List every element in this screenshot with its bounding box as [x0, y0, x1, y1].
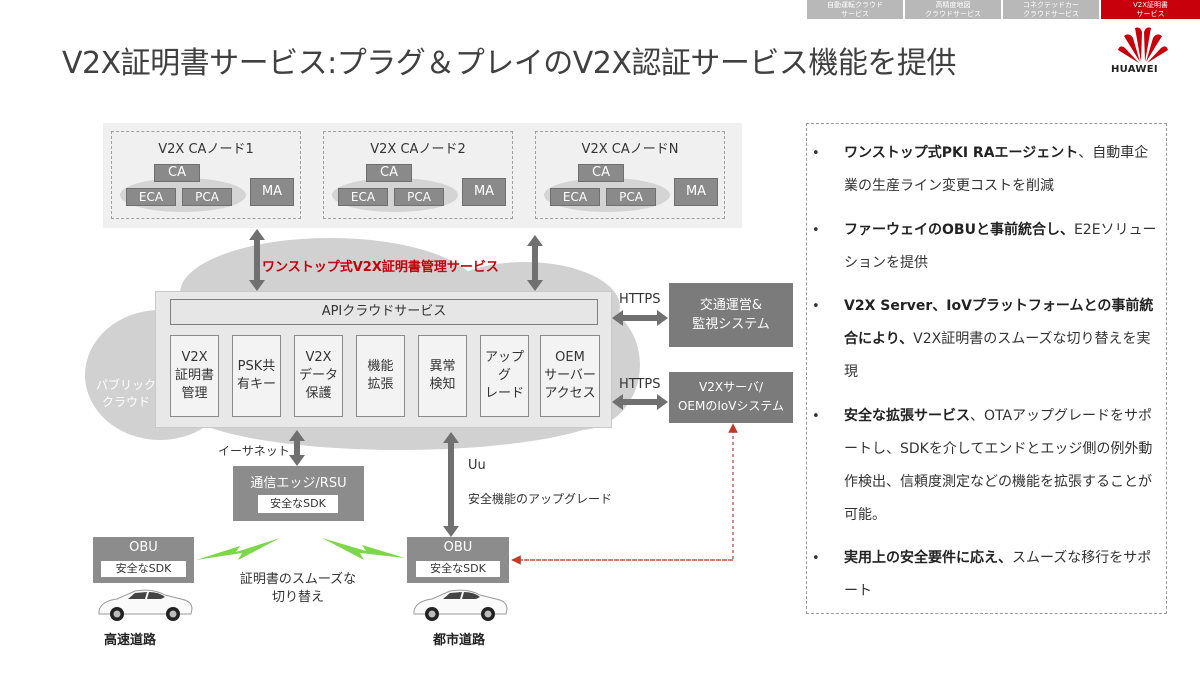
bullet-3: • V2X Server、IoVプラットフォームとの事前統合により、V2X証明書…	[812, 298, 1154, 380]
bullet-1: • ワンストップ式PKI RAエージェント、自動車企業の生産ライン変更コストを削…	[812, 145, 1149, 194]
uu-label: Uu	[468, 458, 486, 473]
car-left-icon	[98, 589, 193, 621]
rsu-sdk: 安全なSDK	[258, 495, 338, 513]
ca-node-title: V2X CAノードN	[581, 142, 679, 157]
eca-box: ECA	[126, 188, 176, 206]
service-v2x-cert-mgmt: V2X 証明書 管理	[170, 335, 219, 417]
bullet-1-bold: ワンストップ式PKI RAエージェント	[844, 145, 1079, 161]
obu-left-title: OBU	[129, 540, 158, 555]
api-cloud-service-title: APIクラウドサービス	[170, 299, 598, 325]
tab-v2x-certificate[interactable]: V2X証明書 サービス	[1101, 0, 1200, 19]
ma-box: MA	[250, 178, 294, 206]
feature-panel	[806, 123, 1167, 614]
ca-box: CA	[154, 164, 200, 182]
https-label-1: HTTPS	[619, 292, 661, 307]
ca-node-2: V2X CAノード2 CA ECA PCA MA	[323, 131, 513, 219]
bullet-2-text: E2Eソリューションを提供	[844, 222, 1157, 271]
pca-box: PCA	[606, 188, 656, 206]
urban-road-label: 都市道路	[433, 633, 486, 648]
ca-node-title: V2X CAノード1	[158, 142, 254, 157]
rsu-box: 通信エッジ/RSU	[233, 466, 364, 521]
highway-label: 高速道路	[104, 633, 157, 648]
service-anomaly-detection: 異常 検知	[418, 335, 467, 417]
ca-node-n: V2X CAノードN CA ECA PCA MA	[535, 131, 725, 219]
service-psk: PSK共 有キー	[232, 335, 281, 417]
bullet-4-text: 、OTAアップグレードをサポートし、SDKを介してエンドとエッジ側の例外動作検出…	[844, 408, 1153, 523]
ma-box: MA	[462, 178, 506, 206]
pca-box: PCA	[182, 188, 232, 206]
bullet-5: • 実用上の安全要件に応え、スムーズな移行をサポート	[812, 550, 1152, 599]
eca-box: ECA	[338, 188, 388, 206]
obu-right-title: OBU	[443, 540, 473, 555]
eca-box: ECA	[550, 188, 600, 206]
bullet-5-text: スムーズな移行をサポート	[844, 550, 1152, 599]
car-right-icon	[413, 589, 508, 621]
service-extension: 機能 拡張	[356, 335, 405, 417]
bullet-3-text: V2X証明書のスムーズな切り替えを実現	[844, 331, 1151, 380]
bullet-1-text: 、自動車企業の生産ライン変更コストを削減	[844, 145, 1149, 194]
rsu-title: 通信エッジ/RSU	[250, 476, 347, 491]
ca-node-title: V2X CAノード2	[370, 142, 466, 157]
pca-box: PCA	[394, 188, 444, 206]
obu-right-sdk: 安全なSDK	[416, 561, 500, 577]
service-upgrade: アップグ レード	[480, 335, 529, 417]
obu-left-sdk: 安全なSDK	[101, 561, 186, 577]
public-cloud-label: パブリック クラウド	[96, 378, 157, 409]
ca-node-panel: V2X CAノード1 CA ECA PCA MA V2X CAノード2 CA E…	[103, 123, 742, 228]
bullet-3-bold: V2X Server、IoVプラットフォームとの事前統合により、	[844, 298, 1154, 347]
service-data-protection: V2X データ 保護	[294, 335, 343, 417]
bullet-4-bold: 安全な拡張サービス	[844, 408, 970, 424]
iov-system: V2Xサーバ/ OEMのIoVシステム	[669, 372, 793, 423]
service-label: ワンストップ式V2X証明書管理サービス	[262, 260, 499, 275]
bullet-5-bold: 実用上の安全要件に応え、	[844, 550, 1012, 566]
bullet-4: • 安全な拡張サービス、OTAアップグレードをサポートし、SDKを介してエンドと…	[812, 408, 1153, 523]
tab-connected-car[interactable]: コネクテッドカー クラウドサービス	[1003, 0, 1099, 19]
tab-hd-map[interactable]: 高精度地図 クラウドサービス	[905, 0, 1001, 19]
service-oem-access: OEM サーバー アクセス	[540, 335, 600, 417]
ca-node-1: V2X CAノード1 CA ECA PCA MA	[111, 131, 301, 219]
switch-label: 証明書のスムーズな 切り替え	[239, 572, 357, 605]
https-label-2: HTTPS	[619, 377, 661, 392]
bullet-2-bold: ファーウェイのOBUと事前統合し、	[844, 222, 1074, 238]
huawei-logo-icon	[1118, 27, 1168, 63]
ca-box: CA	[366, 164, 412, 182]
ethernet-label: イーサネット	[218, 444, 290, 458]
tab-autonomous-driving[interactable]: 自動運転クラウド サービス	[807, 0, 903, 19]
ma-box: MA	[674, 178, 718, 206]
wireless-signal-icon	[196, 538, 405, 560]
page-title: V2X証明書サービス:プラグ＆プレイのV2X認証サービス機能を提供	[62, 46, 956, 81]
bullet-2: • ファーウェイのOBUと事前統合し、E2Eソリューションを提供	[812, 222, 1157, 271]
traffic-monitoring-system: 交通運営& 監視システム	[669, 283, 793, 347]
huawei-logo-text: HUAWEI	[1111, 64, 1158, 75]
upgrade-label: 安全機能のアップグレード	[468, 492, 613, 506]
ca-box: CA	[578, 164, 624, 182]
